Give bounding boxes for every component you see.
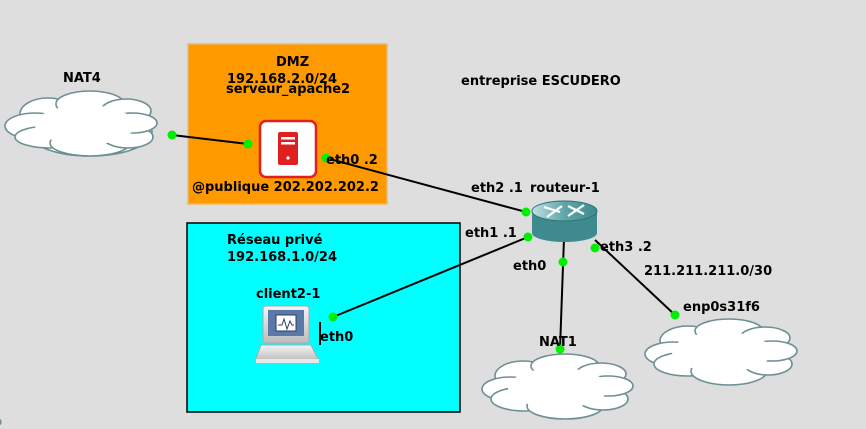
server-eth0-label: eth0 .2 <box>326 153 378 168</box>
dmz-public-ip: @publique 202.202.202.2 <box>192 180 379 195</box>
router-label: routeur-1 <box>530 181 600 196</box>
private-subnet: 192.168.1.0/24 <box>227 250 337 265</box>
links <box>171 134 676 350</box>
nat1-cloud[interactable] <box>481 353 634 420</box>
endpoint-dot[interactable] <box>670 310 680 320</box>
link-nat4-server[interactable] <box>171 134 249 145</box>
endpoint-dot[interactable] <box>555 344 565 354</box>
server-icon <box>278 132 298 165</box>
router-eth3-label: eth3 .2 <box>600 240 652 255</box>
endpoint-dot[interactable] <box>523 232 533 242</box>
server-node[interactable] <box>258 119 318 179</box>
router-eth0-label: eth0 <box>513 259 546 274</box>
nat1-label: NAT1 <box>539 335 577 350</box>
endpoint-dot[interactable] <box>243 139 253 149</box>
company-title: entreprise ESCUDERO <box>461 74 621 89</box>
router-node[interactable] <box>531 200 598 242</box>
private-title: Réseau privé <box>227 233 323 248</box>
router-icon <box>531 200 598 242</box>
link-client-router[interactable] <box>332 236 529 318</box>
link-server-router[interactable] <box>325 157 527 213</box>
endpoint-dot[interactable] <box>558 257 568 267</box>
private-zone[interactable] <box>186 222 461 413</box>
endpoint-dot[interactable] <box>590 243 600 253</box>
link-router-cloud[interactable] <box>594 239 676 316</box>
wan-subnet-label: 211.211.211.0/30 <box>644 264 772 279</box>
client-eth0-label: eth0 <box>320 330 353 345</box>
client-label: client2-1 <box>256 287 320 302</box>
link-router-nat1[interactable] <box>559 237 565 350</box>
endpoint-dot[interactable] <box>328 312 338 322</box>
endpoint-dot[interactable] <box>321 153 331 163</box>
endpoints <box>167 130 680 354</box>
client-node[interactable] <box>254 305 320 363</box>
router-eth1-label: eth1 .1 <box>465 226 517 241</box>
laptop-icon <box>254 305 320 363</box>
offscreen-node-edge <box>0 418 2 426</box>
server-label: serveur_apache2 <box>226 82 350 97</box>
router-eth2-label: eth2 .1 <box>471 181 523 196</box>
dmz-title: DMZ <box>276 55 309 70</box>
internet-cloud[interactable] <box>644 318 798 386</box>
endpoint-dot[interactable] <box>167 130 177 140</box>
cloud-icon <box>644 318 798 386</box>
cloud-icon <box>4 90 158 157</box>
dmz-subnet: 192.168.2.0/24 <box>227 72 337 87</box>
endpoint-dot[interactable] <box>521 207 531 217</box>
nat4-label: NAT4 <box>63 71 101 86</box>
cloud-interface-label: enp0s31f6 <box>683 300 760 315</box>
cloud-icon <box>481 353 634 420</box>
nat4-cloud[interactable] <box>4 90 158 157</box>
